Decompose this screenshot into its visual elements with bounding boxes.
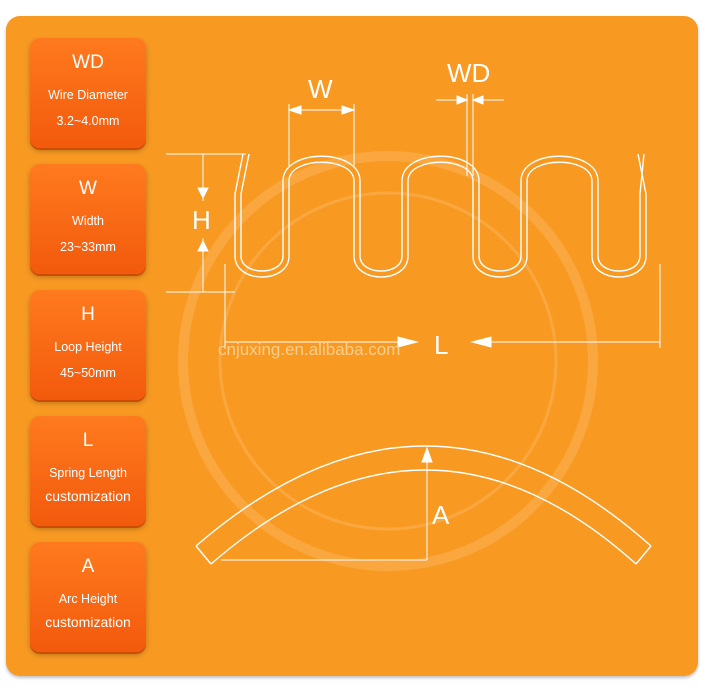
spec-value: 45~50mm: [60, 366, 116, 380]
spec-key: A: [81, 556, 95, 577]
dimension-lines: [166, 94, 661, 561]
spec-title: Loop Height: [54, 340, 122, 354]
spec-card-a: A Arc Height customization: [30, 542, 146, 652]
spec-value: 23~33mm: [60, 240, 116, 254]
sinuous-spring: [234, 153, 647, 278]
spec-key: WD: [72, 52, 104, 73]
watermark-url: cnjuxing.en.alibaba.com: [218, 340, 400, 359]
label-l: L: [434, 330, 448, 360]
spec-key: H: [81, 304, 95, 325]
spec-card-wd: WD Wire Diameter 3.2~4.0mm: [30, 38, 146, 148]
spring-diagram: W WD H L A cnjuxing.en.alibaba.com: [166, 58, 661, 571]
diagram-panel: W WD H L A cnjuxing.en.alibaba.com WD Wi…: [6, 16, 698, 676]
spec-card-h: H Loop Height 45~50mm: [30, 290, 146, 400]
watermark-seal: [178, 151, 598, 571]
spec-value: 3.2~4.0mm: [56, 114, 120, 128]
spec-title: Spring Length: [49, 466, 127, 480]
label-w: W: [308, 74, 333, 104]
spec-card-w: W Width 23~33mm: [30, 164, 146, 274]
label-a: A: [432, 500, 450, 530]
spec-title: Width: [72, 214, 104, 228]
spec-key: W: [79, 178, 97, 199]
spec-key: L: [82, 430, 94, 451]
spec-card-l: L Spring Length customization: [30, 416, 146, 526]
spec-value: customization: [45, 614, 131, 630]
arc-spring: [195, 445, 652, 565]
spec-value: customization: [45, 488, 131, 504]
spec-title: Arc Height: [58, 592, 118, 606]
label-wd: WD: [447, 58, 490, 88]
spec-title: Wire Diameter: [48, 88, 128, 102]
label-h: H: [192, 205, 211, 235]
